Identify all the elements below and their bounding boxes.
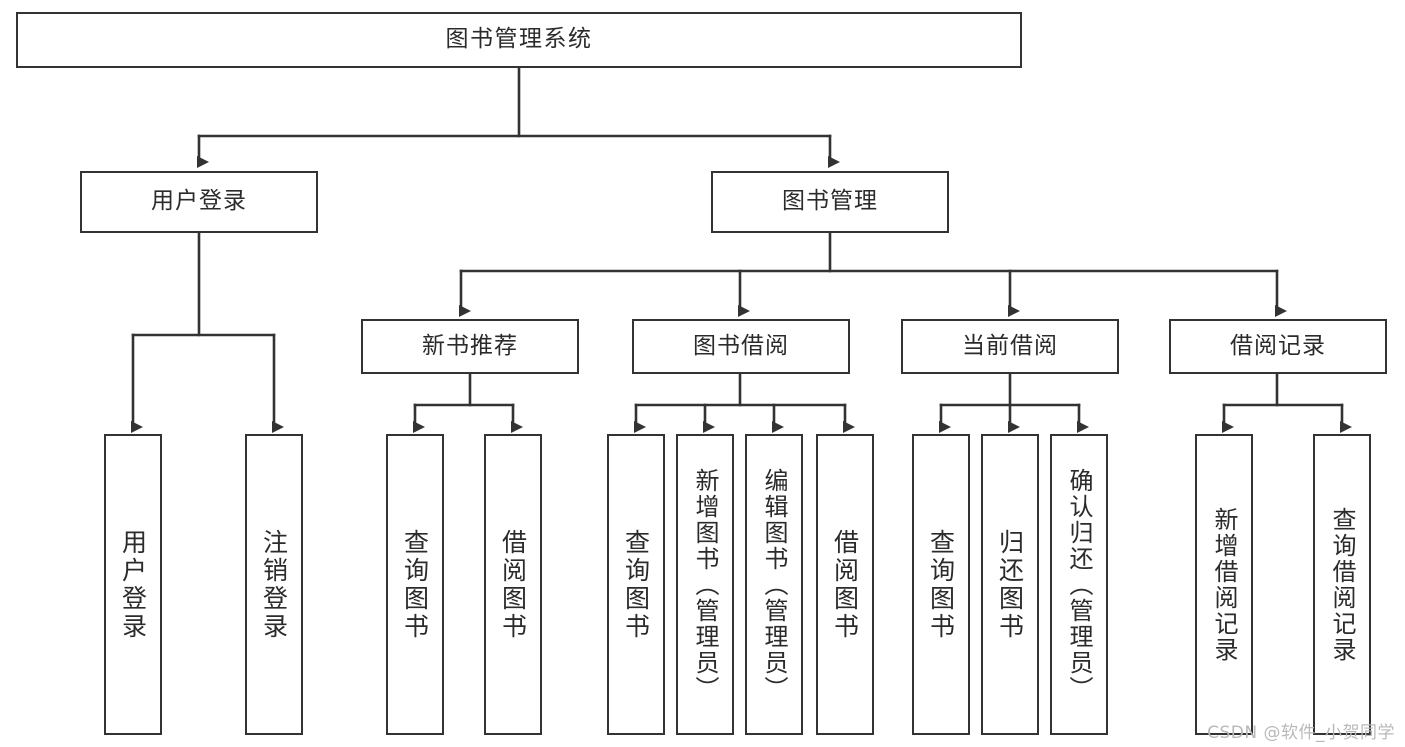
leaf-borrow-book-2[interactable]: 借阅图书 [816,434,874,735]
leaf-query-book-3-label: 查询图书 [926,528,956,641]
leaf-add-book-admin[interactable]: 新增图书（管理员） [676,434,734,735]
node-root[interactable]: 图书管理系统 [16,12,1022,68]
node-current-borrow-label: 当前借阅 [962,332,1058,359]
node-book-manage-label: 图书管理 [782,188,878,215]
leaf-confirm-return-admin[interactable]: 确认归还（管理员） [1050,434,1108,735]
leaf-edit-book-admin-label: 编辑图书（管理员） [760,467,788,702]
node-borrow-record-label: 借阅记录 [1230,332,1326,359]
leaf-query-book-1-label: 查询图书 [400,528,430,641]
leaf-user-login-label: 用户登录 [118,528,148,641]
leaf-user-logout[interactable]: 注销登录 [245,434,303,735]
leaf-borrow-book-1-label: 借阅图书 [498,528,528,641]
node-user-login[interactable]: 用户登录 [80,171,318,233]
leaf-return-book-label: 归还图书 [995,528,1025,641]
leaf-borrow-book-2-label: 借阅图书 [830,528,860,641]
node-book-borrow-label: 图书借阅 [693,332,789,359]
node-new-book-recommend-label: 新书推荐 [422,332,518,359]
leaf-user-login[interactable]: 用户登录 [104,434,162,735]
leaf-return-book[interactable]: 归还图书 [981,434,1039,735]
leaf-user-logout-label: 注销登录 [259,528,289,641]
node-book-borrow[interactable]: 图书借阅 [632,319,850,374]
csdn-watermark: CSDN @软件_小贺同学 [1207,723,1395,743]
leaf-query-borrow-record[interactable]: 查询借阅记录 [1313,434,1371,735]
leaf-query-book-1[interactable]: 查询图书 [386,434,444,735]
leaf-query-book-2-label: 查询图书 [621,528,651,641]
leaf-query-borrow-record-label: 查询借阅记录 [1328,506,1356,663]
leaf-borrow-book-1[interactable]: 借阅图书 [484,434,542,735]
leaf-query-book-2[interactable]: 查询图书 [607,434,665,735]
leaf-query-book-3[interactable]: 查询图书 [912,434,970,735]
node-user-login-label: 用户登录 [151,188,247,215]
node-borrow-record[interactable]: 借阅记录 [1169,319,1387,374]
node-root-label: 图书管理系统 [445,26,593,53]
leaf-add-borrow-record[interactable]: 新增借阅记录 [1195,434,1253,735]
leaf-edit-book-admin[interactable]: 编辑图书（管理员） [745,434,803,735]
leaf-add-borrow-record-label: 新增借阅记录 [1210,506,1238,663]
node-new-book-recommend[interactable]: 新书推荐 [361,319,579,374]
node-book-manage[interactable]: 图书管理 [711,171,949,233]
leaf-confirm-return-admin-label: 确认归还（管理员） [1065,467,1093,702]
leaf-add-book-admin-label: 新增图书（管理员） [691,467,719,702]
node-current-borrow[interactable]: 当前借阅 [901,319,1119,374]
